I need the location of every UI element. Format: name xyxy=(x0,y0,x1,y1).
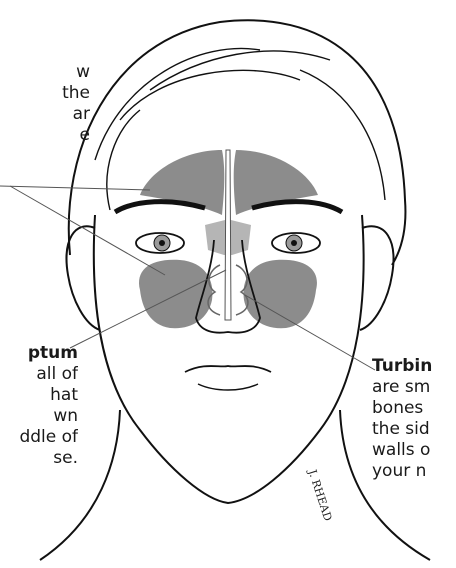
septum-line-1: all of xyxy=(0,364,78,385)
upper-lip xyxy=(185,366,271,372)
sinuses-line-1: w xyxy=(0,62,90,83)
turbinates-line-3: the sid xyxy=(372,419,456,440)
left-pupil xyxy=(159,240,165,246)
turbinates-line-5: your n xyxy=(372,461,456,482)
turbinates-title: Turbin xyxy=(372,356,456,377)
right-pupil xyxy=(291,240,297,246)
septum-line-4: ddle of xyxy=(0,427,78,448)
maxillary-sinus-right xyxy=(243,260,316,328)
septum-title: ptum xyxy=(0,343,78,364)
turbinates-line-4: walls o xyxy=(372,440,456,461)
septum-line-2: hat xyxy=(0,385,78,406)
maxillary-sinus-left xyxy=(139,260,212,328)
nasal-septum xyxy=(225,150,231,320)
right-eyebrow xyxy=(252,202,342,212)
right-ear xyxy=(360,226,393,330)
left-eyebrow xyxy=(115,202,205,212)
septum-label: ptum all of hat wn ddle of se. xyxy=(0,343,78,469)
turbinates-line-1: are sm xyxy=(372,377,456,398)
turbinates-label: Turbin are sm bones the sid walls o your… xyxy=(372,356,456,482)
turbinates-line-2: bones xyxy=(372,398,456,419)
lower-lip xyxy=(198,384,258,390)
sinuses-label: w the ar e xyxy=(0,62,90,146)
septum-line-5: se. xyxy=(0,448,78,469)
sinuses-line-2: the xyxy=(0,83,90,104)
sinuses-line-3: ar xyxy=(0,104,90,125)
sinus-leader-line-2 xyxy=(10,186,165,275)
sinus-leader-line-1 xyxy=(0,186,150,190)
septum-line-3: wn xyxy=(0,406,78,427)
sinuses-line-4: e xyxy=(0,125,90,146)
